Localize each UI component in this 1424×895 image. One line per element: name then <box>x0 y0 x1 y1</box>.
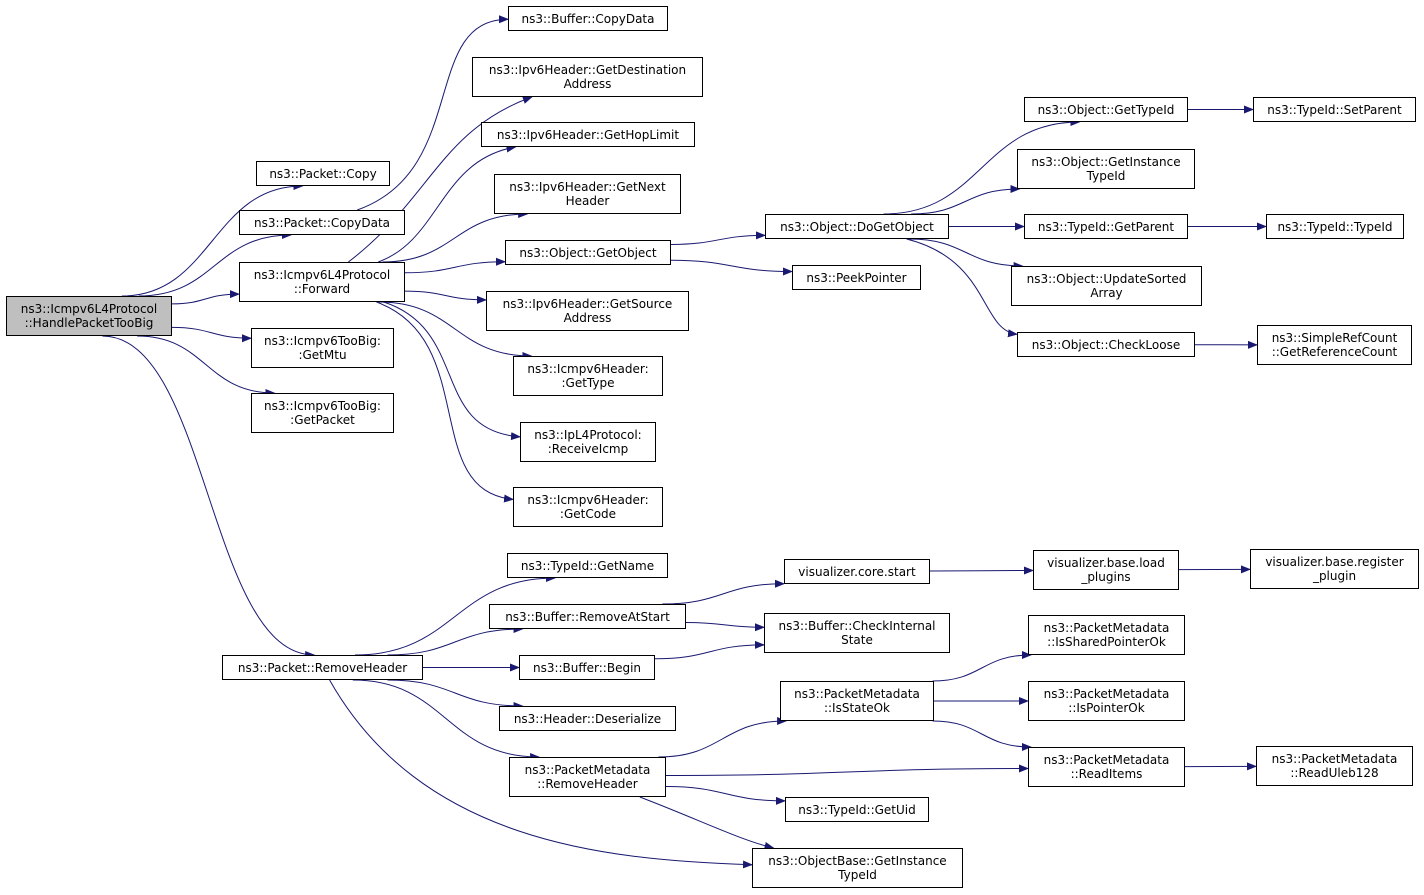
node-pm-removehdr[interactable]: ns3::PacketMetadata ::RemoveHeader <box>509 757 666 797</box>
edge-pkt_removehdr-to-typeid_getname <box>354 574 557 656</box>
edge-obj_dogetobject-to-obj_getinsttypeid <box>911 185 1021 215</box>
edge-vis_core_start-to-vis_base_load <box>929 566 1034 575</box>
node-buf-copydata[interactable]: ns3::Buffer::CopyData <box>508 6 668 31</box>
edge-buf_removeatstart-to-buf_checkinternal <box>685 622 765 632</box>
edge-forward-to-obj_getobject <box>404 257 506 274</box>
node-obj-dogetobject[interactable]: ns3::Object::DoGetObject <box>765 214 949 239</box>
node-peekpointer[interactable]: ns3::PeekPointer <box>792 265 921 290</box>
edge-root-to-toobig_mtu <box>171 326 252 343</box>
node-toobig-mtu[interactable]: ns3::Icmpv6TooBig: :GetMtu <box>251 328 394 368</box>
node-typeid-getuid[interactable]: ns3::TypeId::GetUid <box>785 797 929 822</box>
node-obj-checkloose[interactable]: ns3::Object::CheckLoose <box>1017 332 1195 357</box>
node-ipv6-src[interactable]: ns3::Ipv6Header::GetSource Address <box>486 291 689 331</box>
node-pm-isptrok[interactable]: ns3::PacketMetadata ::IsPointerOk <box>1028 681 1185 721</box>
edge-forward-to-icmp_code <box>376 301 514 503</box>
node-obj-gettypeid[interactable]: ns3::Object::GetTypeId <box>1024 97 1188 122</box>
edge-root-to-pkt_copydata <box>138 231 292 297</box>
node-obj-getinsttypeid[interactable]: ns3::Object::GetInstance TypeId <box>1017 149 1195 189</box>
node-buf-begin[interactable]: ns3::Buffer::Begin <box>519 655 655 680</box>
edge-pm_removehdr-to-pm_readitems <box>665 764 1029 776</box>
edge-obj_getobject-to-peekpointer <box>670 259 793 276</box>
edge-root-to-forward <box>171 290 240 305</box>
edge-pkt_removehdr-to-objbase_getinst <box>329 679 753 869</box>
node-pkt-copydata[interactable]: ns3::Packet::CopyData <box>239 210 405 235</box>
node-obj-updatesorted[interactable]: ns3::Object::UpdateSorted Array <box>1011 266 1202 306</box>
node-vis-base-register[interactable]: visualizer.base.register _plugin <box>1250 549 1419 589</box>
edge-pm_removehdr-to-typeid_getuid <box>665 785 786 805</box>
node-icmp-type[interactable]: ns3::Icmpv6Header: :GetType <box>513 356 663 396</box>
edge-pm_isstateok-to-pm_issharedptr <box>932 651 1032 682</box>
edge-forward-to-ipv6_hop <box>378 144 517 263</box>
node-pkt-copy[interactable]: ns3::Packet::Copy <box>256 161 390 186</box>
node-typeid-getname[interactable]: ns3::TypeId::GetName <box>507 553 668 578</box>
node-ipv6-next[interactable]: ns3::Ipv6Header::GetNext Header <box>494 174 681 214</box>
edge-pm_isstateok-to-pm_readitems <box>932 720 1032 751</box>
edge-pkt_removehdr-to-hdr_deserialize <box>387 679 524 710</box>
node-vis-core-start[interactable]: visualizer.core.start <box>784 559 930 584</box>
edge-pm_removehdr-to-pm_isstateok <box>658 717 788 758</box>
node-toobig-pkt[interactable]: ns3::Icmpv6TooBig: :GetPacket <box>251 393 394 433</box>
edge-obj_getobject-to-obj_dogetobject <box>670 231 766 245</box>
edge-buf_begin-to-buf_checkinternal <box>654 640 765 660</box>
node-pkt-removehdr[interactable]: ns3::Packet::RemoveHeader <box>222 655 423 680</box>
edge-forward-to-ipv6_next <box>382 210 529 263</box>
node-ipv6-hop[interactable]: ns3::Ipv6Header::GetHopLimit <box>481 122 695 147</box>
node-typeid-setparent[interactable]: ns3::TypeId::SetParent <box>1253 97 1416 122</box>
node-pm-readuleb[interactable]: ns3::PacketMetadata ::ReadUleb128 <box>1256 746 1413 786</box>
node-obj-getobject[interactable]: ns3::Object::GetObject <box>505 240 671 265</box>
edge-pkt_removehdr-to-buf_removeatstart <box>387 625 524 656</box>
node-pm-issharedptr[interactable]: ns3::PacketMetadata ::IsSharedPointerOk <box>1028 615 1185 655</box>
node-pm-readitems[interactable]: ns3::PacketMetadata ::ReadItems <box>1028 747 1185 787</box>
node-objbase-getinst[interactable]: ns3::ObjectBase::GetInstance TypeId <box>752 848 963 888</box>
node-forward[interactable]: ns3::Icmpv6L4Protocol ::Forward <box>239 262 405 302</box>
edge-forward-to-ipl4_recv <box>383 301 521 441</box>
edge-pkt_removehdr-to-pm_removehdr <box>352 679 541 761</box>
node-ipl4-recv[interactable]: ns3::IpL4Protocol: :ReceiveIcmp <box>520 422 656 462</box>
node-ipv6-dest[interactable]: ns3::Ipv6Header::GetDestination Address <box>472 57 703 97</box>
node-simplerefcount[interactable]: ns3::SimpleRefCount ::GetReferenceCount <box>1257 325 1412 365</box>
edge-root-to-toobig_pkt <box>137 335 276 397</box>
edge-obj_dogetobject-to-obj_gettypeid <box>883 118 1081 215</box>
edge-pkt_copydata-to-buf_copydata <box>357 15 509 211</box>
edge-forward-to-ipv6_dest <box>348 96 533 263</box>
node-buf-checkinternal[interactable]: ns3::Buffer::CheckInternal State <box>764 613 950 653</box>
node-hdr-deserialize[interactable]: ns3::Header::Deserialize <box>499 706 676 731</box>
edge-buf_removeatstart-to-vis_core_start <box>662 579 785 605</box>
node-icmp-code[interactable]: ns3::Icmpv6Header: :GetCode <box>513 487 663 527</box>
edge-forward-to-ipv6_src <box>404 290 487 304</box>
node-pm-isstateok[interactable]: ns3::PacketMetadata ::IsStateOk <box>780 681 934 721</box>
node-typeid-getparent[interactable]: ns3::TypeId::GetParent <box>1024 214 1188 239</box>
node-buf-removeatstart[interactable]: ns3::Buffer::RemoveAtStart <box>489 604 686 629</box>
edge-obj_dogetobject-to-obj_updatesorted <box>909 238 1024 270</box>
edge-pm_removehdr-to-objbase_getinst <box>639 796 775 850</box>
node-vis-base-load[interactable]: visualizer.base.load _plugins <box>1033 550 1179 590</box>
node-root: ns3::Icmpv6L4Protocol ::HandlePacketTooB… <box>6 296 172 336</box>
edge-root-to-pkt_copy <box>121 182 304 297</box>
edge-obj_dogetobject-to-obj_checkloose <box>906 238 1018 338</box>
edge-root-to-pkt_removehdr <box>102 335 316 659</box>
edge-forward-to-icmp_type <box>378 301 533 360</box>
node-typeid-typeid[interactable]: ns3::TypeId::TypeId <box>1266 214 1404 239</box>
